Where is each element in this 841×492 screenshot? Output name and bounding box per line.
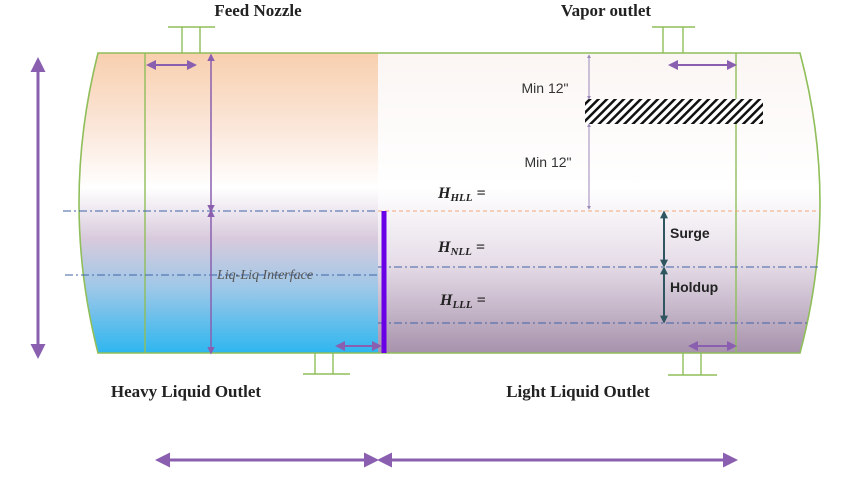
nll-label: HNLL =	[437, 239, 485, 258]
vessel-body	[78, 52, 821, 354]
heavy-liquid-nozzle	[303, 353, 350, 375]
lll-label: HLLL =	[439, 292, 486, 311]
vessel-outline	[78, 52, 821, 354]
light-liquid-outlet-label: Light Liquid Outlet	[506, 382, 650, 401]
hll-label: HHLL =	[437, 185, 486, 204]
feed-nozzle	[168, 26, 215, 53]
light-liquid-nozzle	[668, 353, 717, 376]
surge-label: Surge	[670, 225, 710, 241]
vapor-outlet-label: Vapor outlet	[561, 1, 652, 20]
holdup-label: Holdup	[670, 279, 718, 295]
feed-nozzle-label: Feed Nozzle	[214, 1, 302, 20]
mist-eliminator-pad	[585, 99, 763, 124]
liq-liq-interface-label: Liq-Liq Interface	[216, 268, 313, 283]
left-section-fill	[79, 53, 378, 353]
right-section-fill	[378, 53, 820, 353]
heavy-liquid-outlet-label: Heavy Liquid Outlet	[111, 382, 262, 401]
min-12-top-label: Min 12"	[522, 80, 569, 96]
min-12-bottom-label: Min 12"	[525, 154, 572, 170]
vapor-nozzle	[652, 26, 695, 53]
